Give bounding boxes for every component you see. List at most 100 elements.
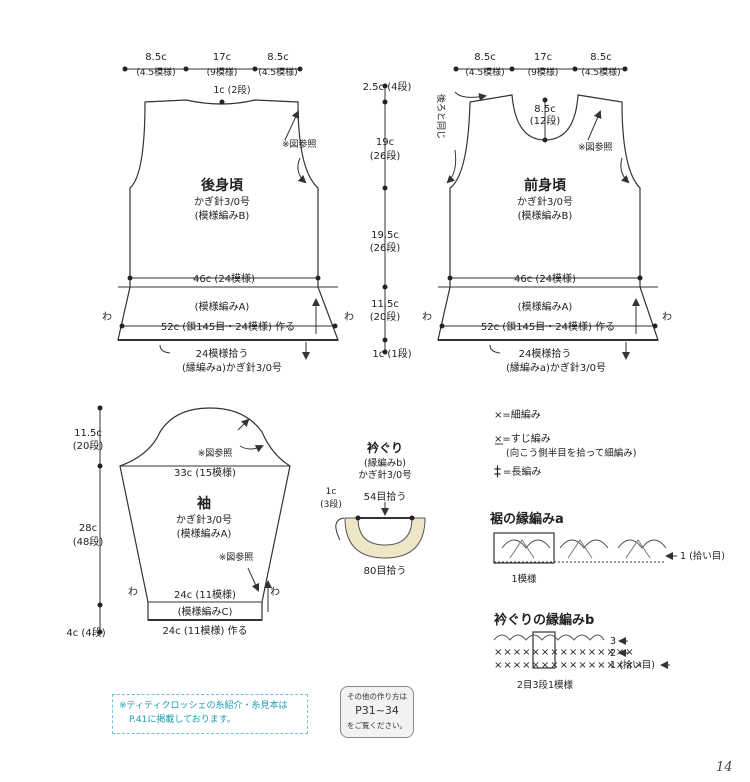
front-wa-right: わ — [662, 311, 672, 323]
legend-sc: ×=細編み — [494, 408, 541, 421]
edge-b-repeat: 2目3段1模様 — [517, 679, 574, 691]
sleeve: 11.5c (20段) 28c (48段) 4c (4段) ※図参照 33c (… — [66, 405, 291, 639]
legend-dc: =長編み — [503, 465, 541, 478]
sleeve-title: 袖 — [197, 495, 211, 512]
back-width-right: 8.5c — [267, 52, 288, 63]
dim-19-5c: 19.5c — [371, 230, 399, 241]
dim-2-5c: 2.5c (4段) — [363, 80, 412, 93]
front-title: 前身頃 — [524, 177, 567, 194]
back-ref-note: ※図参照 — [282, 138, 317, 150]
neckband-depth-rows: (3段) — [320, 498, 342, 510]
sleeve-width-33: 33c (15模様) — [174, 466, 236, 479]
legend-dc-symbol: ‡ — [494, 464, 501, 480]
neckband-outer-pickup: 80目拾う — [364, 564, 407, 577]
sleeve-pattern-a: (模様編みA) — [177, 527, 232, 540]
yarn-info-note: ※ティティクロッシェの糸紹介・糸見本は P.41に掲載しております。 — [112, 694, 308, 734]
ref-line2: をご覧ください。 — [347, 721, 407, 730]
back-needle: かぎ針3/0号 — [194, 195, 250, 208]
back-pattern-b: (模様編みB) — [195, 209, 250, 222]
back-pattern-mid: (9模様) — [207, 66, 238, 78]
front-neck-rows: (12段) — [530, 114, 561, 127]
front-same-as-back: 後ろと同じ — [435, 94, 447, 139]
back-body: 8.5c (4.5模様) 17c (9模様) 8.5c (4.5模様) 1c (… — [102, 52, 354, 374]
front-edge-needle: (縁編みa)かぎ針3/0号 — [506, 361, 606, 374]
sleeve-cap-height: 11.5c — [74, 428, 102, 439]
front-pickup: 24模様拾う — [519, 347, 572, 360]
neckband-needle: かぎ針3/0号 — [358, 469, 411, 481]
legend-bl: ×=すじ編み — [494, 432, 551, 445]
front-cast-on: 52c (鎖145目・24模様) 作る — [481, 320, 615, 333]
sleeve-pattern-c: (模様編みC) — [178, 605, 233, 618]
back-wa-right: わ — [344, 311, 354, 323]
edge-b-row2: 2 — [610, 648, 616, 659]
dim-19c-rows: (26段) — [370, 149, 401, 162]
instructions-ref-box: その他の作り方は P31~34 をご覧ください。 — [340, 686, 414, 738]
back-title: 後身頃 — [201, 177, 244, 194]
edge-b-row3: 3 — [610, 636, 616, 647]
neckband: 衿ぐり (縁編みb) かぎ針3/0号 1c (3段) 54目拾う 80目拾う — [320, 440, 426, 577]
edge-b-row1: 1 (拾い目) — [610, 659, 655, 671]
front-body: 8.5c (4.5模様) 17c (9模様) 8.5c (4.5模様) 8.5c… — [422, 52, 672, 374]
front-neck-depth: 8.5c — [534, 104, 555, 115]
yarn-note-line2: P.41に掲載しております。 — [129, 715, 236, 725]
back-wa-left: わ — [102, 311, 112, 323]
sleeve-wa-right: わ — [270, 586, 280, 598]
front-width-46: 46c (24模様) — [514, 272, 576, 285]
yarn-note-line1: ※ティティクロッシェの糸紹介・糸見本は — [119, 701, 288, 711]
back-width-46: 46c (24模様) — [193, 272, 255, 285]
front-ref-note: ※図参照 — [578, 141, 613, 153]
sleeve-cuff-height: 4c (4段) — [66, 626, 105, 639]
sleeve-width-24: 24c (11模様) — [174, 588, 236, 601]
back-neck-depth: 1c (2段) — [213, 84, 250, 96]
front-width-mid: 17c — [534, 52, 552, 63]
dim-19-5c-rows: (26段) — [370, 241, 401, 254]
dim-11-5c-rows: (20段) — [370, 310, 401, 323]
sleeve-ref-note-2: ※図参照 — [219, 551, 254, 563]
edge-a-title: 裾の縁編みa — [490, 511, 564, 527]
front-needle: かぎ針3/0号 — [517, 195, 573, 208]
ref-pages: P31~34 — [355, 704, 399, 717]
dim-1c: 1c (1段) — [372, 347, 411, 360]
front-pattern-left: (4.5模様) — [465, 66, 504, 78]
sleeve-ref-note: ※図参照 — [198, 447, 233, 459]
neckband-pattern: (縁編みb) — [364, 457, 406, 469]
page-number: 14 — [716, 760, 733, 775]
sleeve-cap-rows: (20段) — [73, 439, 104, 452]
back-pickup: 24模様拾う — [196, 347, 249, 360]
back-cast-on: 52c (鎖145目・24模様) 作る — [161, 320, 295, 333]
legend-bl-note: (向こう側半目を拾って細編み) — [506, 447, 636, 459]
edge-a-repeat: 1模様 — [511, 573, 537, 585]
vertical-dimensions: 2.5c (4段) 19c (26段) 19.5c (26段) 11.5c (2… — [363, 80, 412, 360]
back-pattern-right: (4.5模様) — [258, 66, 297, 78]
edge-a-row1: 1 (拾い目) — [680, 550, 725, 562]
edge-a-chart: 裾の縁編みa 1 (拾い目) 1模様 — [490, 511, 725, 585]
front-pattern-right: (4.5模様) — [581, 66, 620, 78]
back-pattern-left: (4.5模様) — [136, 66, 175, 78]
edge-b-title: 衿ぐりの縁編みb — [494, 612, 594, 628]
front-width-right: 8.5c — [590, 52, 611, 63]
sleeve-body-rows: (48段) — [73, 535, 104, 548]
front-pattern-a: (模様編みA) — [518, 300, 573, 313]
front-width-left: 8.5c — [474, 52, 495, 63]
edge-b-chart: 衿ぐりの縁編みb ××××××××××××××× ×××××××××××××××… — [493, 612, 670, 691]
back-width-mid: 17c — [213, 52, 231, 63]
front-wa-left: わ — [422, 311, 432, 323]
edge-b-row2-stitches: ××××××××××××××× — [494, 647, 635, 658]
ref-line1: その他の作り方は — [347, 692, 407, 701]
sleeve-needle: かぎ針3/0号 — [176, 513, 232, 526]
neckband-title: 衿ぐり — [367, 440, 403, 455]
back-edge-needle: (縁編みa)かぎ針3/0号 — [182, 361, 282, 374]
dim-19c: 19c — [376, 137, 394, 148]
neckband-depth: 1c — [326, 487, 337, 497]
sleeve-wa-left: わ — [128, 586, 138, 598]
sleeve-body-height: 28c — [79, 523, 97, 534]
edge-b-row1-stitches: ×××××××××××××××× — [494, 660, 644, 671]
dim-11-5c: 11.5c — [371, 299, 399, 310]
neckband-inner-pickup: 54目拾う — [364, 490, 407, 503]
front-pattern-mid: (9模様) — [528, 66, 559, 78]
stitch-legend: ×=細編み ×=すじ編み (向こう側半目を拾って細編み) ‡ =長編み — [494, 408, 636, 480]
back-pattern-a: (模様編みA) — [195, 300, 250, 313]
back-width-left: 8.5c — [145, 52, 166, 63]
front-pattern-b: (模様編みB) — [518, 209, 573, 222]
